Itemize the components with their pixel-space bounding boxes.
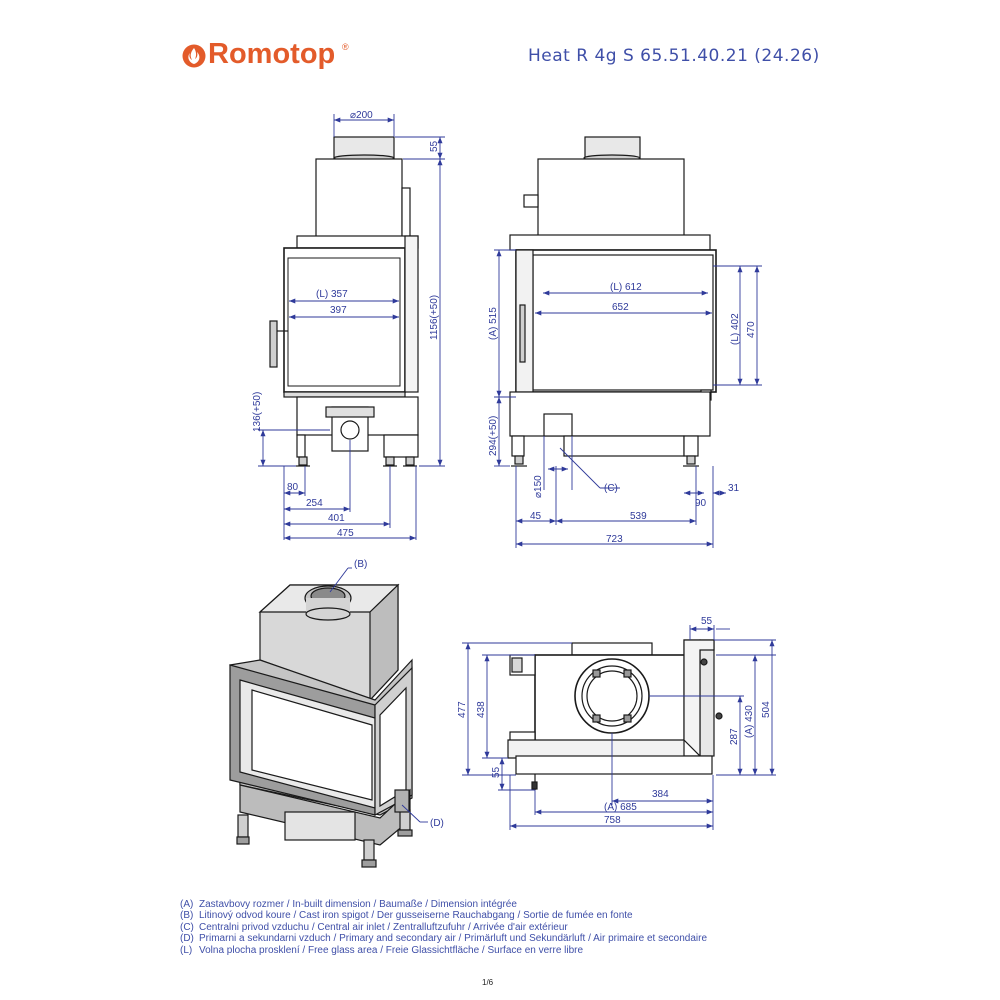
plan-depth-total-label: 477 [457, 701, 468, 718]
front-foot-offset-label: 80 [287, 482, 299, 493]
plan-flue-offset-label: 384 [652, 789, 669, 800]
front-total-width-label: 475 [337, 528, 354, 539]
legend-item: (D)Primarni a sekundarni vzduch / Primar… [180, 933, 708, 945]
front-glass-width-label: (L) 357 [316, 289, 348, 300]
isometric-view [229, 583, 413, 868]
model-title: Heat R 4g S 65.51.40.21 (24.26) [528, 46, 820, 66]
front-inner-width-label: 397 [330, 305, 347, 316]
side-total-width-label: 723 [606, 534, 623, 545]
front-total-height-label: 1156(+50) [429, 295, 440, 340]
side-callout-c: (C) [604, 483, 618, 494]
front-air-inlet-height-label: 136(+50) [252, 392, 263, 432]
isometric-callouts [329, 567, 428, 823]
plan-top-offset-label: 55 [701, 616, 713, 627]
front-flue-height-label: 55 [429, 140, 440, 152]
plan-total-depth-label: 504 [761, 701, 772, 718]
front-flue-diameter-label: ⌀200 [350, 110, 373, 121]
plan-front-offset-label: 55 [491, 766, 502, 778]
iso-callout-d: (D) [430, 818, 444, 829]
page-number: 1/6 [482, 978, 494, 987]
front-view [269, 136, 419, 467]
side-frame-height-label: 470 [746, 321, 757, 338]
side-glass-width-label: (L) 612 [610, 282, 642, 293]
plan-opening-width-label: (A) 685 [604, 802, 637, 813]
side-inlet-span-label: 539 [630, 511, 647, 522]
brand-name: Romotop [208, 38, 336, 70]
plan-total-width-label: 758 [604, 815, 621, 826]
front-view-dimensions [258, 114, 445, 541]
front-foot-span-label: 401 [328, 513, 345, 524]
plan-view-dimensions [462, 625, 776, 830]
romotop-logo-icon [182, 44, 206, 68]
plan-view [507, 639, 723, 790]
side-view-dimensions [494, 249, 762, 548]
plan-side-depth-label: 287 [729, 728, 740, 745]
side-air-inlet-diameter-label: ⌀150 [533, 475, 544, 498]
side-base-height-label: 294(+50) [488, 416, 499, 456]
legend: (A)Zastavbovy rozmer / In-built dimensio… [180, 899, 707, 956]
legend-item: (L)Volna plocha prosklení / Free glass a… [180, 944, 584, 956]
registered-mark: ® [342, 42, 349, 52]
plan-opening-depth-label: (A) 430 [744, 705, 755, 738]
legend-item: (C)Centralni privod vzduchu / Central ai… [180, 921, 568, 933]
side-left-offset-label: 45 [530, 511, 542, 522]
side-right-offset-label: 90 [695, 498, 707, 509]
side-opening-height-label: (A) 515 [488, 307, 499, 340]
front-inlet-offset-label: 254 [306, 498, 323, 509]
legend-item: (B)Litinový odvod koure / Cast iron spig… [180, 910, 633, 922]
side-inner-width-label: 652 [612, 302, 629, 313]
legend-item: (A)Zastavbovy rozmer / In-built dimensio… [180, 899, 517, 910]
iso-callout-b: (B) [354, 559, 367, 570]
side-view [509, 136, 717, 467]
plan-depth-inner-label: 438 [476, 701, 487, 718]
side-glass-height-label: (L) 402 [730, 313, 741, 345]
side-edge-label: 31 [728, 483, 740, 494]
